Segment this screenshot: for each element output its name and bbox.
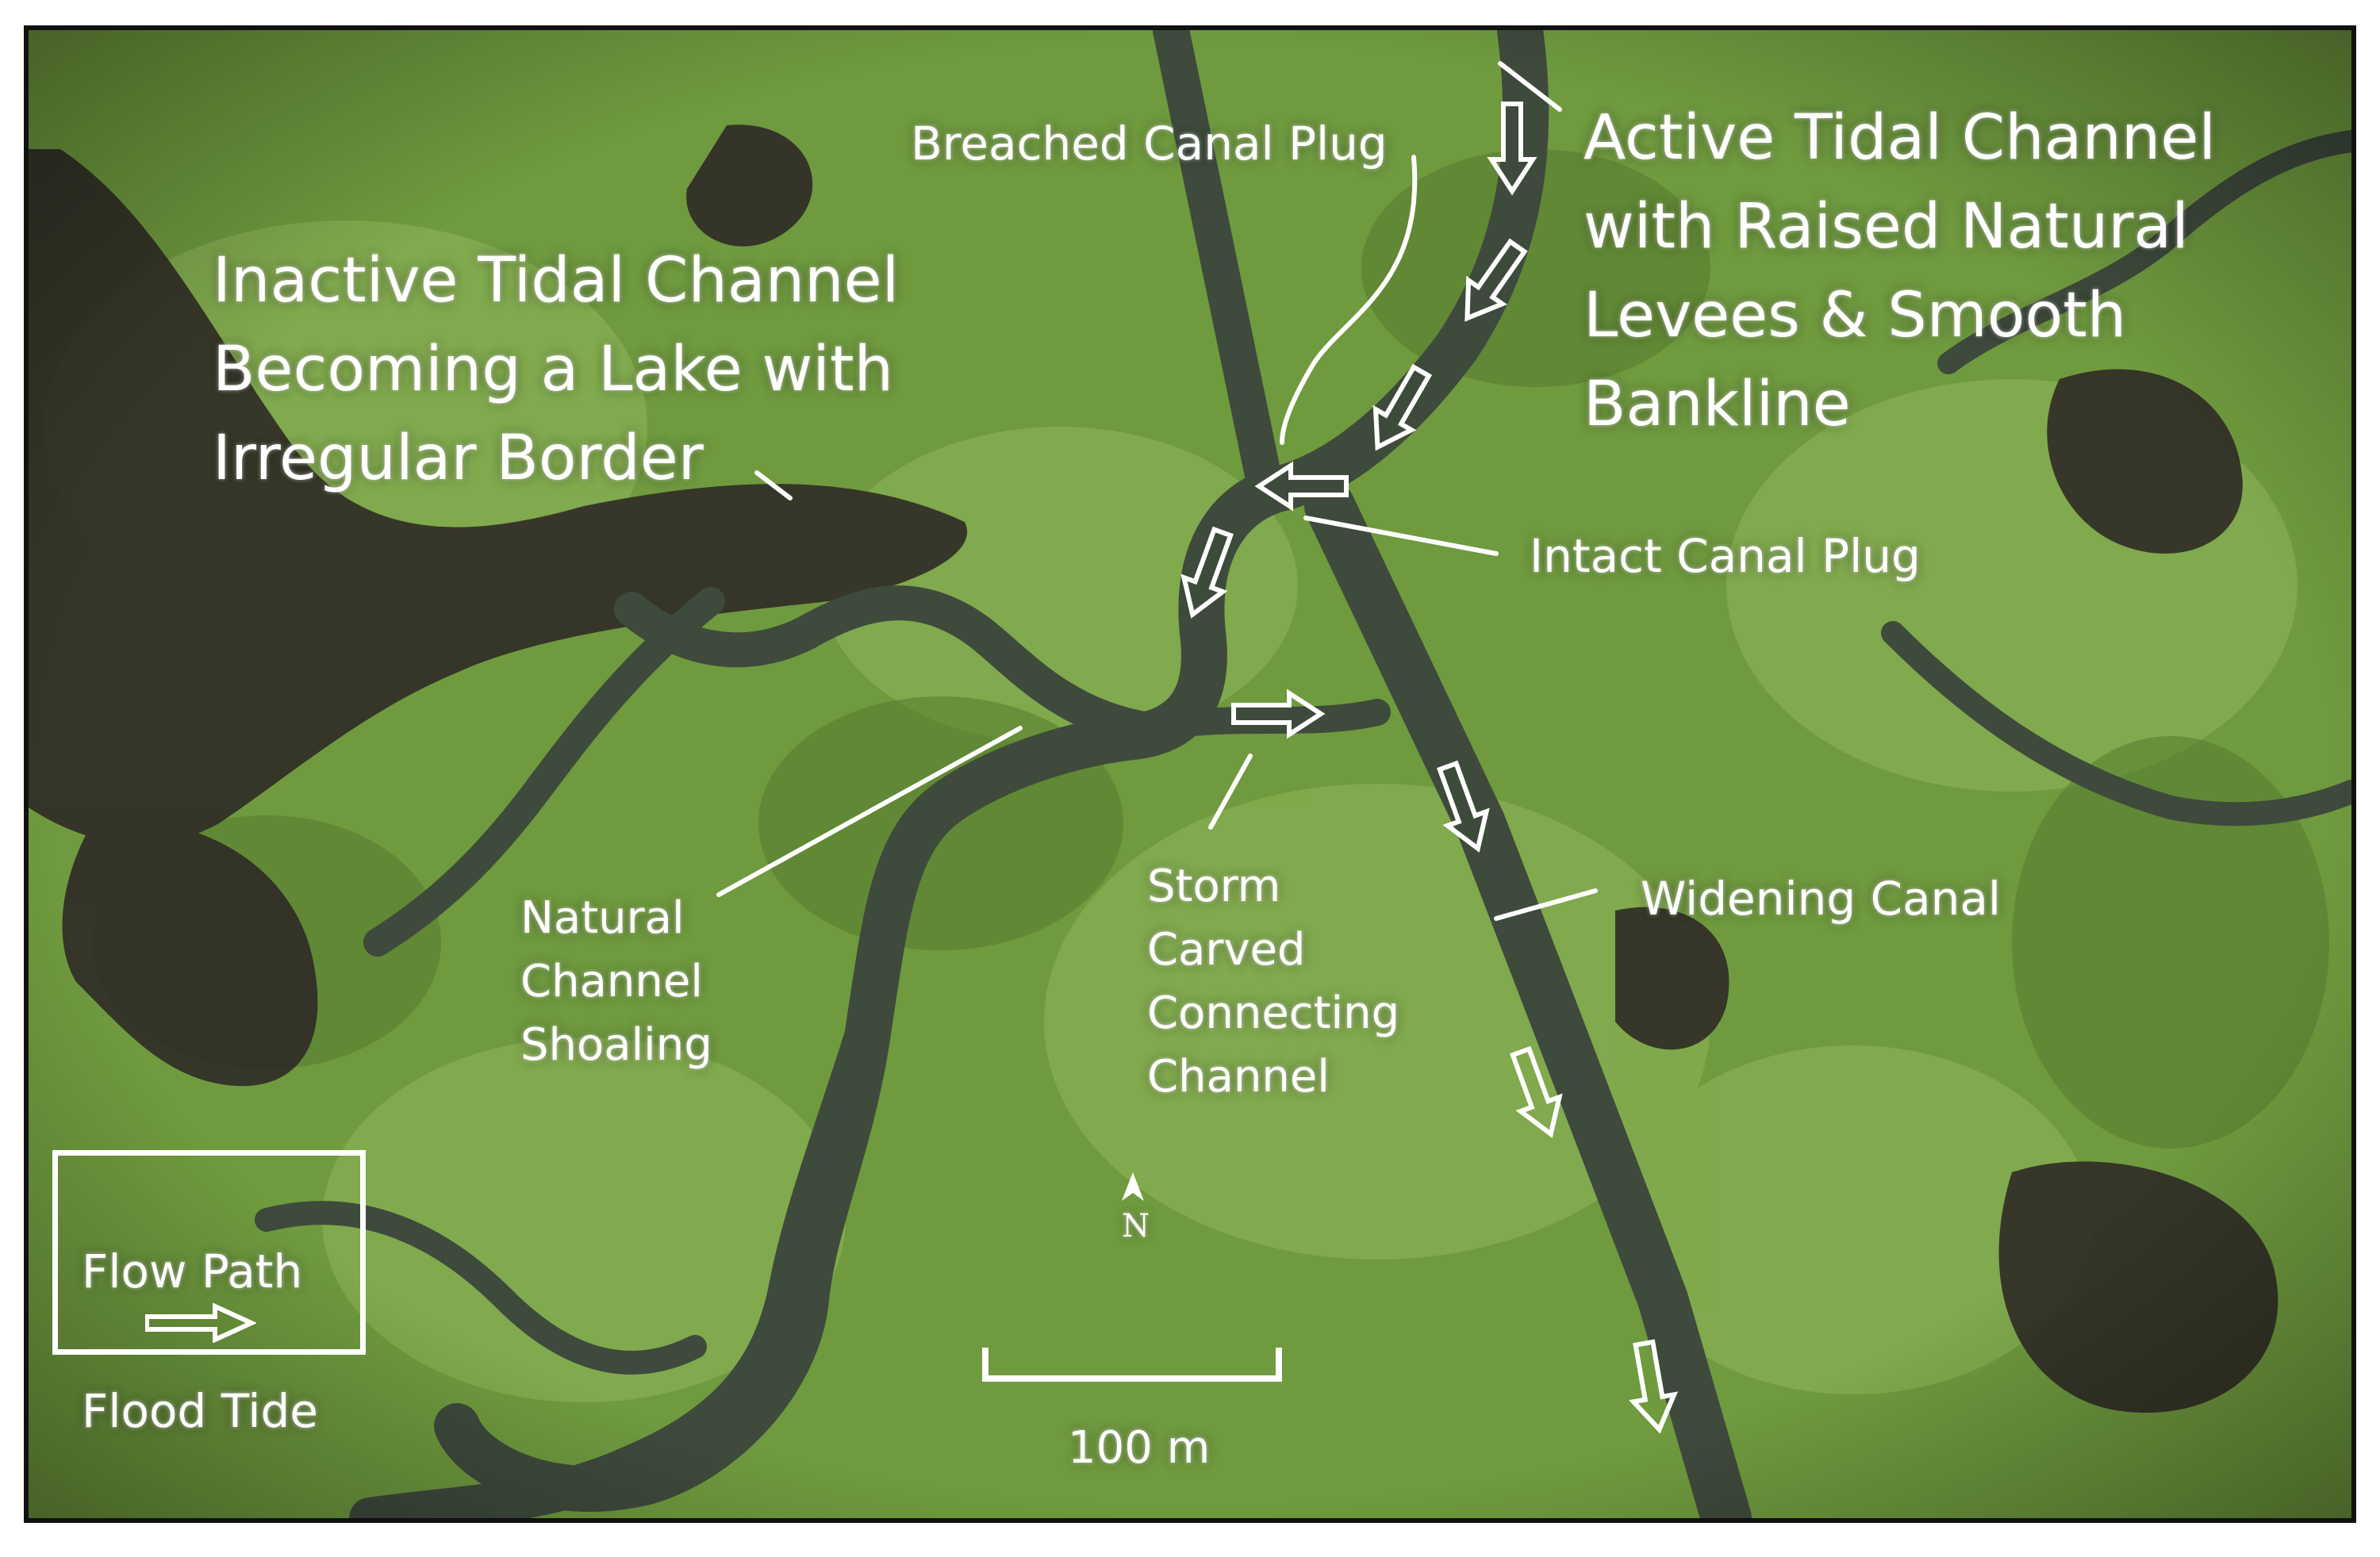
intact-canal-plug-label: Intact Canal Plug — [1530, 529, 1921, 583]
aerial-marsh-map — [29, 30, 2351, 1518]
map-frame: Breached Canal Plug Active Tidal Channel… — [24, 25, 2356, 1523]
intact-plug-leader — [1303, 516, 1499, 556]
flow-arrow-icon — [1372, 363, 1433, 451]
storm-channel-leader — [1208, 754, 1253, 830]
scale-bar — [982, 1348, 1282, 1382]
flow-arrow-icon — [1254, 461, 1349, 512]
inactive-tidal-channel-label: Inactive Tidal Channel Becoming a Lake w… — [213, 245, 900, 494]
flow-arrow-icon — [1437, 760, 1490, 853]
flow-arrow-icon — [1180, 526, 1234, 619]
flow-arrow-icon — [1231, 688, 1326, 739]
annotation-leaders — [716, 61, 1598, 921]
breached-canal-plug-label: Breached Canal Plug — [911, 117, 1388, 171]
active-channel-leader — [1498, 61, 1562, 112]
inactive-channel-leader — [754, 470, 793, 500]
flow-arrow-icon — [1464, 238, 1528, 322]
flow-arrow-icon — [1629, 1339, 1679, 1434]
flow-arrow-icon — [1510, 1045, 1563, 1138]
storm-carved-channel-label: Storm Carved Connecting Channel — [1147, 861, 1400, 1103]
widening-canal-leader — [1494, 888, 1598, 921]
flow-path-legend: Flow Path Flood Tide — [52, 1150, 366, 1438]
natural-channel-shoaling-label: Natural Channel Shoaling — [520, 892, 712, 1071]
active-tidal-channel-label: Active Tidal Channel with Raised Natural… — [1583, 102, 2216, 440]
hollow-arrow-icon — [145, 1303, 256, 1343]
scale-bar-label: 100 m — [1068, 1422, 1211, 1474]
legend-text-block: Flow Path Flood Tide — [82, 1167, 318, 1516]
breached-plug-leader — [1280, 155, 1418, 445]
north-label: N — [1122, 1208, 1150, 1244]
flood-tide-flow-arrows — [1180, 102, 1679, 1434]
vignette — [29, 30, 2351, 1518]
legend-flood-tide-label: Flood Tide — [82, 1384, 318, 1438]
widening-canal-label: Widening Canal — [1641, 872, 2002, 926]
flow-arrow-icon — [1487, 102, 1537, 196]
legend-flow-path-label: Flow Path — [82, 1244, 303, 1298]
natural-shoaling-leader — [716, 726, 1023, 897]
north-arrow-icon — [1122, 1172, 1144, 1201]
